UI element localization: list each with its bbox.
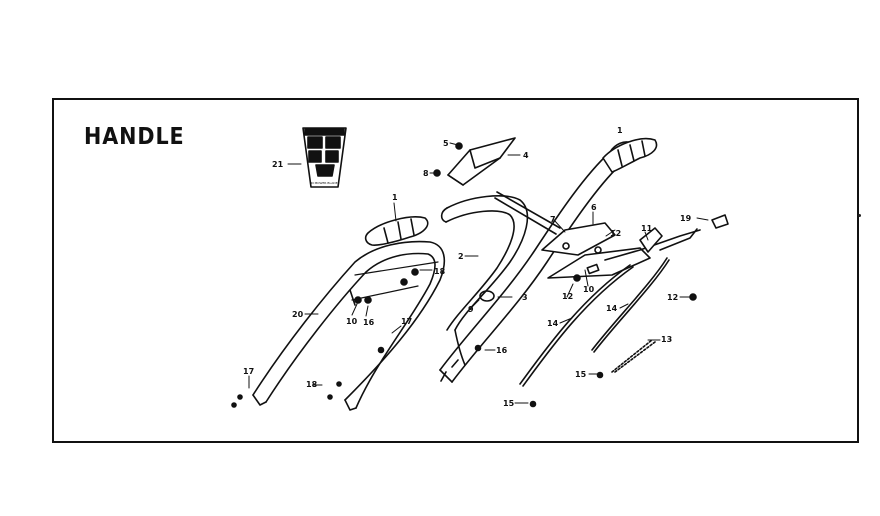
label-16b: 16 [496,346,508,355]
label-8: 8 [423,169,429,178]
lower-handle-part-20 [252,240,446,411]
label-13: 13 [661,335,672,344]
label-15a: 15 [575,370,587,379]
stray-dot [858,214,861,217]
control-assembly [541,222,701,279]
label-19: 19 [680,214,692,223]
label-12b: 12 [562,292,573,301]
label-1-upper: 1 [617,126,623,135]
label-11: 11 [641,224,653,233]
label-1-grip: 1 [392,193,398,202]
label-9: 9 [468,305,474,314]
label-7: 7 [550,215,556,224]
label-10a: 10 [346,317,358,326]
label-14b: 14 [606,304,618,313]
label-16a: 16 [363,318,375,327]
middle-handle-part-2 [440,195,529,366]
label-12a: 12 [610,229,621,238]
upper-handle-part-3 [439,138,658,383]
leader-lines [248,142,709,404]
part-labels: 21 1 1 2 3 4 5 6 7 8 9 10 10 11 12 12 12… [243,126,692,408]
label-17a: 17 [243,367,254,376]
label-21: 21 [272,160,284,169]
decal-text: IN MOWER BLADE [311,181,338,185]
label-4: 4 [523,151,529,160]
hardware [231,142,697,408]
label-5: 5 [443,139,449,148]
knob-part-19 [711,214,729,229]
label-12c: 12 [667,293,678,302]
bracket-part-4 [447,137,516,186]
label-3: 3 [522,293,528,302]
springs-part-13 [611,339,656,373]
label-6: 6 [591,203,597,212]
control-rods-part-14 [519,257,670,387]
label-18a: 18 [306,380,318,389]
label-10b: 10 [583,285,595,294]
label-20: 20 [292,310,304,319]
label-14a: 14 [547,319,559,328]
label-15b: 15 [503,399,515,408]
decal-part-21: IN MOWER BLADE [302,127,347,188]
label-17b: 17 [401,317,412,326]
grip-part-1 [364,216,429,246]
diagram-frame [52,98,859,443]
label-18b: 18 [434,267,446,276]
diagram-title: HANDLE [84,124,185,150]
label-2: 2 [458,252,464,261]
